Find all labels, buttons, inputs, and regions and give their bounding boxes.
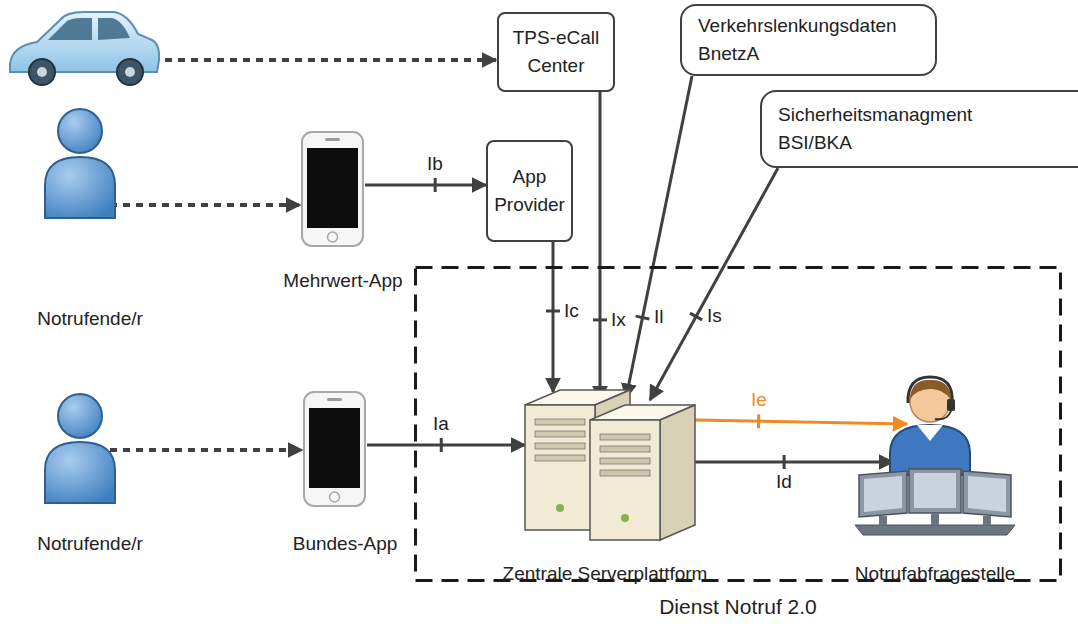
box-label: TPS-eCall Center [507, 24, 605, 79]
connector-arrow [695, 420, 907, 424]
region-title: Dienst Notruf 2.0 [414, 594, 1062, 619]
interface-tick [434, 178, 437, 192]
connector-arrow [626, 76, 692, 398]
interface-label: Id [776, 471, 792, 494]
interface-tick [546, 310, 560, 313]
interface-label: Is [707, 305, 722, 328]
dispatcher-station: Notrufabfragestelle [840, 370, 1030, 595]
interface-box: Sicherheitsmanagment BSI/BKA [760, 90, 1078, 168]
connector-arrow [365, 184, 486, 187]
interface-tick [593, 318, 607, 321]
interface-label: Ix [611, 309, 626, 332]
interface-tick [757, 414, 760, 428]
car-icon [10, 12, 159, 85]
box-label: Sicherheitsmanagment BSI/BKA [778, 101, 1023, 156]
interface-tick [783, 455, 786, 469]
interface-label: Ib [427, 153, 443, 176]
interface-label: Ia [433, 413, 449, 436]
interface-tick [440, 438, 443, 452]
box-label: Verkehrslenkungsdaten BnetzA [698, 12, 919, 67]
app-phone: Bundes-App [280, 385, 410, 565]
connector-arrow [650, 168, 778, 400]
node-caption: Mehrwert-App [278, 270, 408, 293]
phone-icon [300, 130, 365, 248]
interface-box: TPS-eCall Center [497, 12, 615, 92]
connector-arrow [110, 203, 300, 207]
person-icon [40, 105, 120, 220]
node-caption: Notrufende/r [10, 308, 170, 331]
interface-label: Ic [564, 300, 579, 323]
service-region: Dienst Notruf 2.0Zentrale Serverplattfor… [414, 266, 1062, 582]
connector-arrow [695, 461, 893, 464]
caller-figure: Notrufende/r [10, 385, 170, 565]
connector-arrow [552, 242, 555, 392]
interface-box: App Provider [486, 140, 573, 242]
node-caption: Notrufende/r [10, 533, 170, 556]
connector-arrow [110, 448, 302, 452]
interface-label: Ie [751, 389, 767, 412]
connector-arrow [599, 92, 602, 400]
car-link-arrow [165, 58, 496, 62]
interface-tick [690, 313, 702, 320]
phone-icon [302, 390, 367, 508]
interface-box: Verkehrslenkungsdaten BnetzA [680, 4, 937, 76]
person-icon [40, 390, 120, 505]
connector-arrow [367, 444, 525, 447]
node-caption: Bundes-App [280, 533, 410, 556]
server-platform: Zentrale Serverplattform [480, 378, 730, 593]
server-icon [520, 380, 700, 540]
dispatcher-icon [855, 375, 1015, 540]
app-phone: Mehrwert-App [278, 125, 408, 295]
interface-tick [636, 316, 650, 319]
node-caption: Zentrale Serverplattform [480, 563, 730, 586]
node-caption: Notrufabfragestelle [840, 563, 1030, 586]
caller-figure: Notrufende/r [10, 100, 170, 335]
box-label: App Provider [493, 163, 566, 218]
interface-label: Il [654, 306, 664, 329]
